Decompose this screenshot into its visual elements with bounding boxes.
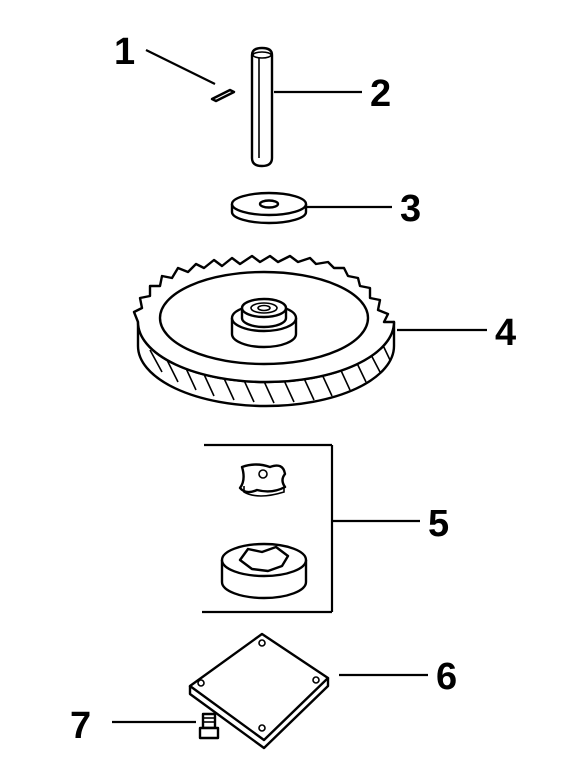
part-1-pin: [210, 88, 236, 103]
part-5-outer-rotor: [220, 542, 308, 600]
callout-7: 7: [70, 705, 91, 747]
leader-line-1: [145, 49, 216, 85]
callout-3: 3: [400, 188, 421, 230]
part-7-screw: [198, 712, 220, 740]
part-3-washer: [230, 191, 308, 225]
callout-6: 6: [436, 656, 457, 698]
part-6-cover-plate: [188, 632, 330, 750]
part-5-rotor-bracket: [202, 443, 334, 614]
part-4-gear: [132, 254, 396, 408]
callout-4: 4: [495, 312, 516, 354]
part-2-shaft: [250, 46, 274, 168]
callout-2: 2: [370, 73, 391, 115]
callout-1: 1: [114, 31, 135, 73]
callout-5: 5: [428, 503, 449, 545]
part-5-inner-rotor: [238, 463, 287, 497]
